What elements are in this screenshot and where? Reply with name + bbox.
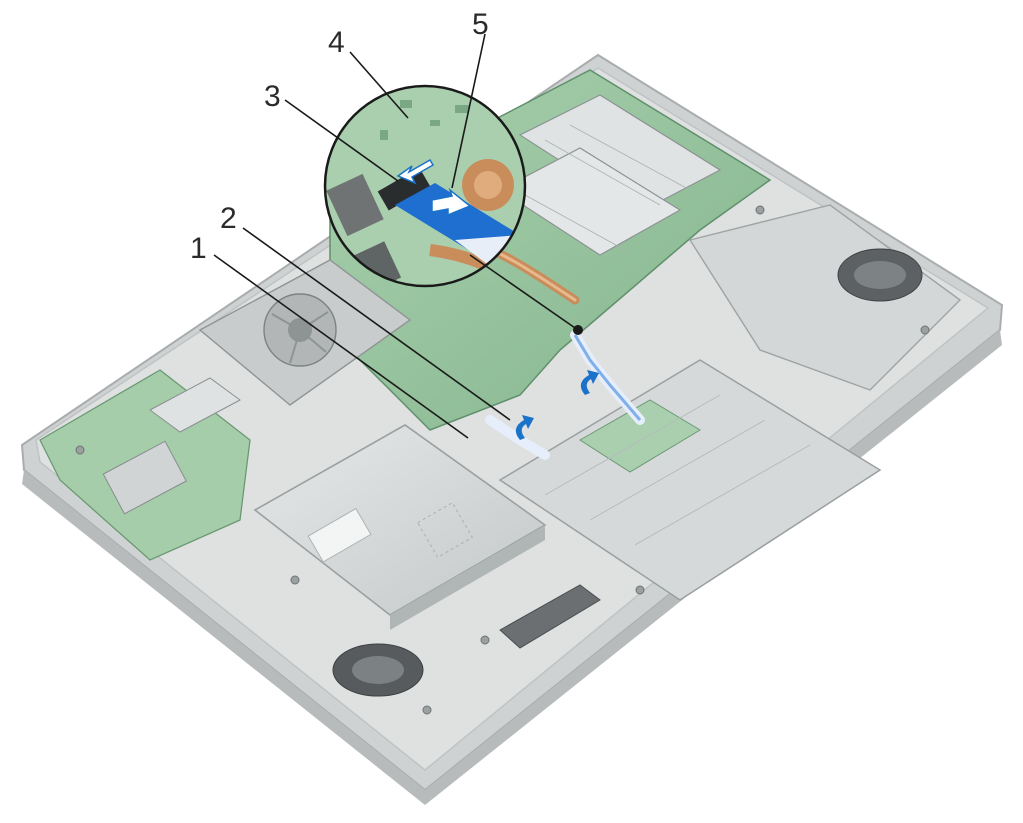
zoom-pointer-line	[469, 254, 579, 331]
push-arrow-icon	[396, 158, 435, 185]
fan-assembly	[198, 259, 412, 406]
hard-drive	[253, 424, 547, 630]
wireless-card	[149, 377, 241, 433]
touchpad-board	[579, 399, 701, 473]
memory-module	[498, 147, 682, 256]
callout-5-leader	[451, 33, 486, 189]
touchpad-bracket	[498, 359, 882, 601]
speaker-bottom-right	[499, 584, 601, 649]
lift-arrow-icon	[515, 415, 534, 440]
callout-3-leader	[284, 99, 399, 182]
callout-5: 5	[472, 8, 489, 41]
battery-area	[688, 204, 962, 391]
callout-4-leader	[349, 51, 409, 119]
io-board	[39, 369, 251, 561]
callout-2: 2	[220, 202, 237, 235]
zoom-inset	[323, 84, 527, 288]
callout-1-leader	[213, 254, 469, 439]
callout-3: 3	[264, 80, 281, 113]
lift-arrow-icon	[580, 370, 599, 395]
callout-2-leader	[242, 227, 511, 421]
connector-latch	[377, 167, 431, 211]
zoom-pointer-dot	[573, 325, 583, 335]
screws	[75, 205, 930, 715]
slide-arrow-icon	[431, 187, 472, 217]
callout-1: 1	[190, 232, 207, 265]
callout-4: 4	[328, 26, 345, 59]
